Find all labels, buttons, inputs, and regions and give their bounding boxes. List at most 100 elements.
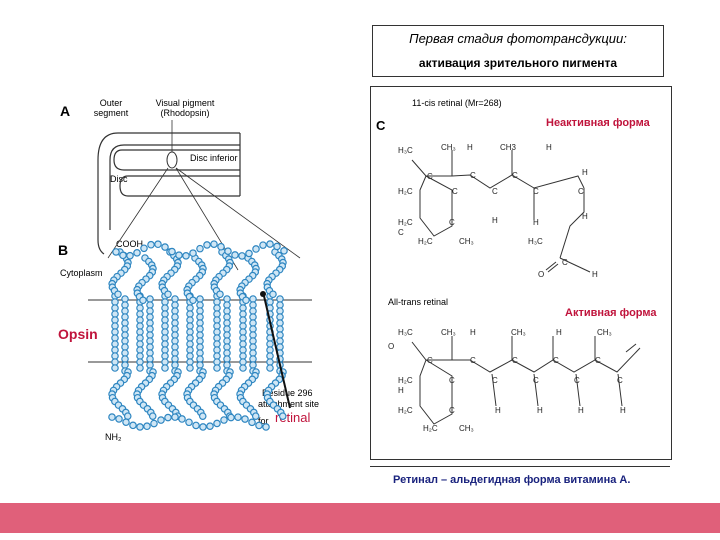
title-line-2: активация зрительного пигмента [418, 56, 618, 70]
helix-bead [210, 240, 218, 248]
helix-bead [108, 413, 116, 421]
helix-bead [186, 364, 194, 372]
atom-label: C [553, 356, 559, 365]
helix-bead [148, 412, 157, 420]
bottom-accent-strip [0, 503, 720, 533]
helix-bead [122, 418, 130, 426]
helix-bead [161, 364, 169, 372]
atom-label: H₂C [418, 237, 433, 246]
nh2-label: NH₂ [105, 432, 122, 442]
panel-a-label: A [60, 103, 71, 119]
helix-bead [213, 364, 221, 372]
helix-bead [164, 290, 172, 299]
helix-bead [157, 416, 165, 424]
helix-bead [217, 242, 225, 251]
atom-label: C [398, 228, 404, 237]
helix-bead [213, 419, 221, 428]
atom-label: C [470, 356, 476, 365]
atom-label: H₃C [528, 237, 543, 246]
helix-bead [231, 251, 239, 259]
atom-label: H [546, 143, 552, 152]
opsin-label: Opsin [58, 326, 98, 342]
atom-label: C [595, 356, 601, 365]
atom-label: C [512, 356, 518, 365]
disc-inferior-label: Disc inferior [190, 153, 238, 163]
atom-label: H [470, 328, 476, 337]
helix-bead [161, 243, 169, 251]
rod-outline [97, 132, 241, 255]
helix-bead [242, 296, 250, 305]
helix-bead [164, 413, 172, 422]
atom-label: H [592, 270, 598, 279]
atom-label: C [533, 376, 539, 385]
helix-bead [154, 240, 162, 249]
helix-bead [143, 422, 151, 431]
helix-bead [220, 416, 228, 424]
chemistry-panel [370, 86, 672, 460]
helix-bead [238, 252, 246, 260]
helix-bead [112, 248, 120, 256]
atom-label: C [617, 376, 623, 385]
helix-bead [115, 415, 123, 423]
helix-bead [199, 423, 207, 431]
atom-label: CH3 [500, 143, 517, 152]
residue-pointer [263, 295, 291, 409]
cytoplasm-label: Cytoplasm [60, 268, 103, 278]
atom-label: CH₃ [597, 328, 612, 337]
helix-bead [234, 413, 242, 421]
trans-retinal-skeleton [411, 336, 641, 425]
footer-caption: Ретинал – альдегидная форма витамина А. [393, 474, 631, 486]
helix-bead [189, 249, 197, 257]
atom-label: C [492, 376, 498, 385]
helix-bead [114, 290, 122, 299]
cis-retinal-name: 11-cis retinal (Mr=268) [412, 98, 502, 108]
atom-label: O [388, 342, 395, 351]
atom-label: H₃C [398, 146, 413, 155]
atom-label: H [556, 328, 562, 337]
helix-bead [252, 245, 260, 253]
atom-label: H [537, 406, 543, 415]
helix-bead [206, 422, 214, 430]
helix-bead [111, 364, 119, 372]
atom-label: O [538, 270, 545, 279]
inactive-form-label: Неактивная форма [546, 117, 650, 129]
helix-bead [255, 421, 263, 430]
helix-bead [171, 413, 179, 421]
helix-bead [175, 251, 183, 259]
active-form-label: Активная форма [565, 307, 657, 319]
helix-bead [239, 364, 247, 372]
helix-bead [123, 412, 132, 420]
helix-bead [140, 244, 148, 253]
atom-label: C [452, 187, 458, 196]
atom-label: H [467, 143, 473, 152]
atom-label: C [533, 187, 539, 196]
atom-label: H₂C [398, 406, 413, 415]
helix-bead [248, 418, 256, 427]
helix-bead [129, 421, 137, 430]
helix-bead [224, 247, 232, 255]
helix-bead [278, 412, 287, 420]
helix-bead [266, 240, 274, 248]
helix-bead [273, 242, 281, 251]
atom-label: H [578, 406, 584, 415]
outer-segment-label: Outer segment [93, 98, 129, 118]
atom-label: C [470, 171, 476, 180]
cis-retinal-skeleton [411, 150, 591, 273]
helix-bead [269, 290, 277, 299]
helix-bead [133, 249, 141, 257]
atom-label: H [398, 386, 404, 395]
atom-label: H [620, 406, 626, 415]
helix-bead [189, 296, 197, 305]
panel-c-label: C [376, 118, 386, 133]
panel-b-label: B [58, 242, 69, 258]
residue-marker [260, 291, 266, 297]
atom-label: H₂C [398, 187, 413, 196]
atom-label: H [582, 168, 588, 177]
atom-label: C [578, 187, 584, 196]
atom-label: H [492, 216, 498, 225]
helix-bead [150, 419, 158, 428]
title-box: Первая стадия фототрансдукции: активация… [372, 25, 664, 77]
atom-label: H [495, 406, 501, 415]
helix-bead [147, 240, 155, 249]
